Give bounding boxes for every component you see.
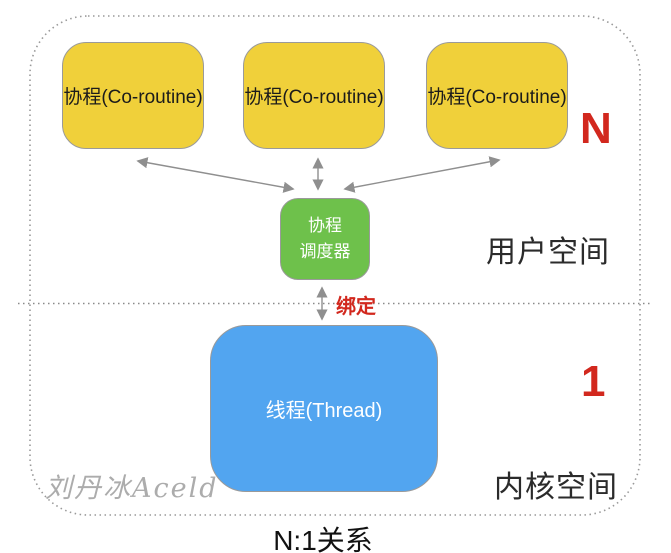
count-label-1: 1 [581,357,606,406]
bind-label: 绑定 [336,296,376,318]
coroutine-box-3: 协程(Co-routine) [426,42,568,149]
user-space-label: 用户空间 [486,236,610,269]
coroutine-box-1: 协程(Co-routine) [62,42,204,149]
coroutine-box-2-label: 协程(Co-routine) [244,87,384,108]
diagram-caption: N:1关系 [273,525,373,553]
arrow-coroutine1-scheduler [136,157,295,193]
coroutine-box-2: 协程(Co-routine) [243,42,385,149]
coroutine-box-1-label: 协程(Co-routine) [63,87,203,108]
thread-box-label: 线程(Thread) [265,400,383,422]
count-label-n: N [580,104,612,153]
scheduler-label-line2: 调度器 [299,242,351,261]
watermark-text: 刘丹冰Aceld [45,473,219,504]
arrow-coroutine3-scheduler [343,156,501,193]
scheduler-label-line1: 协程 [308,215,342,235]
outer-dotted-boundary [29,15,641,516]
thread-box: 线程(Thread) [210,325,438,492]
coroutine-box-3-label: 协程(Co-routine) [427,87,567,108]
scheduler-box: 协程 调度器 [280,198,370,280]
kernel-space-label: 内核空间 [494,471,618,504]
